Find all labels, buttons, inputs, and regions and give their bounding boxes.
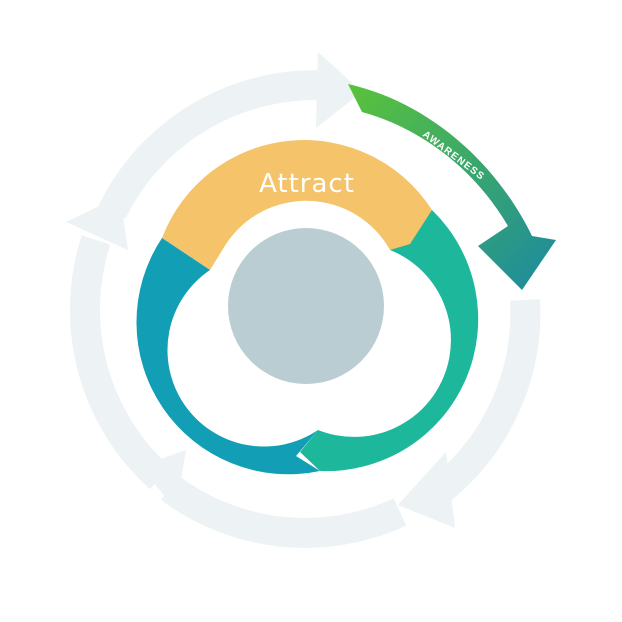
- outer-ring-arrowhead-top: [316, 52, 362, 128]
- outer-ring-arrowhead-right: [398, 452, 455, 528]
- segment-label-attract: Attract: [259, 169, 355, 199]
- inner-cycle-ring: Attract Engage Delight: [136, 140, 479, 475]
- outer-ring-arc-top: [98, 70, 337, 219]
- outer-ring-arc-left: [69, 235, 171, 490]
- center-hub: [228, 228, 384, 384]
- awareness-arrow: [348, 84, 556, 290]
- outer-ring-arc-right: [430, 299, 541, 502]
- outer-ring-arrowhead-left: [66, 196, 128, 250]
- segment-engage: [300, 210, 479, 472]
- outer-cycle-ring: [66, 52, 541, 548]
- segment-attract: [162, 140, 440, 270]
- outer-ring-arc-bottom: [161, 475, 407, 548]
- segment-delight: [136, 238, 320, 475]
